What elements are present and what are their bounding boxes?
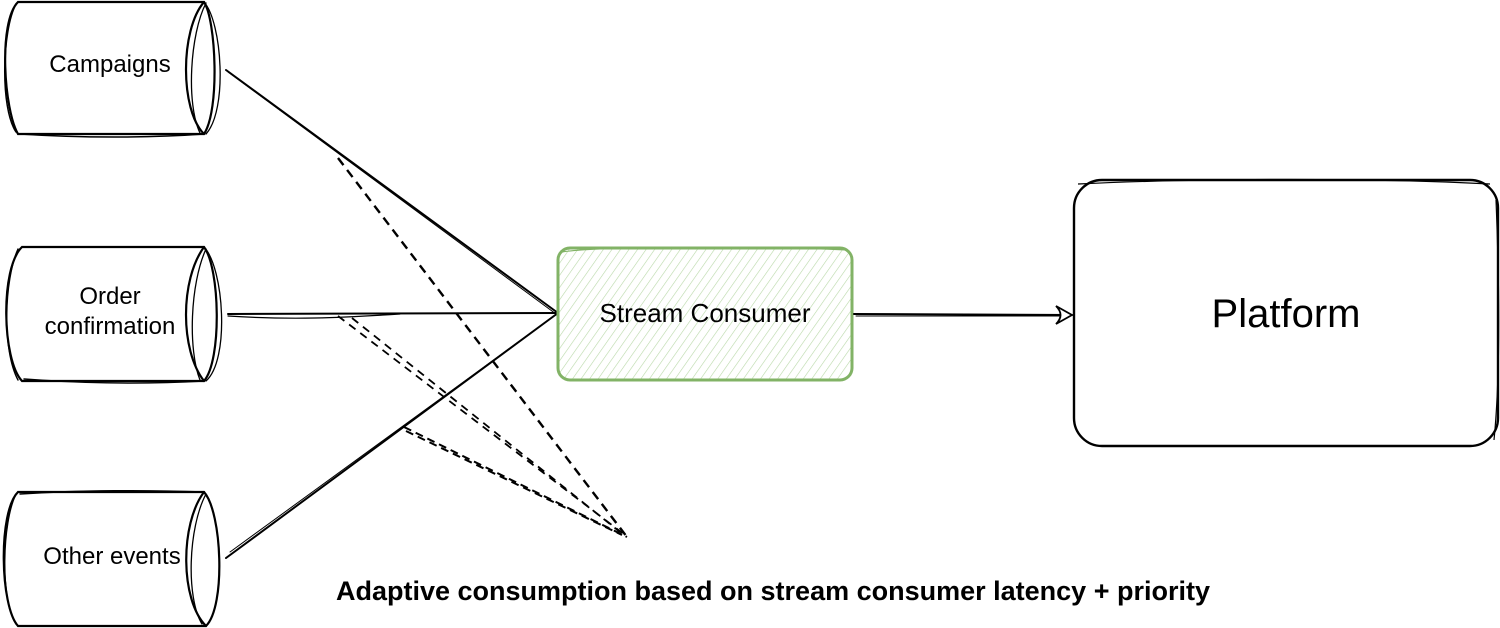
cylinder-other-events[interactable] (2, 489, 221, 628)
connector-campaigns-to-consumer (225, 69, 559, 315)
platform-label: Platform (1211, 292, 1361, 336)
stream-consumer-box[interactable] (556, 246, 854, 382)
cylinder-campaigns[interactable] (4, 0, 221, 138)
stream-consumer-label: Stream Consumer (599, 298, 811, 328)
dashed-connector-order-confirmation (337, 315, 626, 536)
dashed-connector-other-events (403, 426, 628, 538)
caption: Adaptive consumption based on stream con… (336, 576, 1210, 606)
connector-other-events-to-consumer (225, 312, 559, 559)
cylinder-order-confirmation[interactable] (5, 245, 223, 384)
order-confirmation-label: Order confirmation (44, 283, 176, 340)
campaigns-label: Campaigns (49, 51, 171, 78)
arrowhead-icon (1055, 305, 1074, 325)
dashed-connector-campaigns (337, 157, 628, 538)
connector-order-confirmation-to-consumer (227, 312, 559, 319)
arrow-consumer-to-platform (853, 305, 1074, 325)
other-events-label: Other events (43, 543, 181, 570)
platform-box[interactable] (1072, 178, 1500, 448)
